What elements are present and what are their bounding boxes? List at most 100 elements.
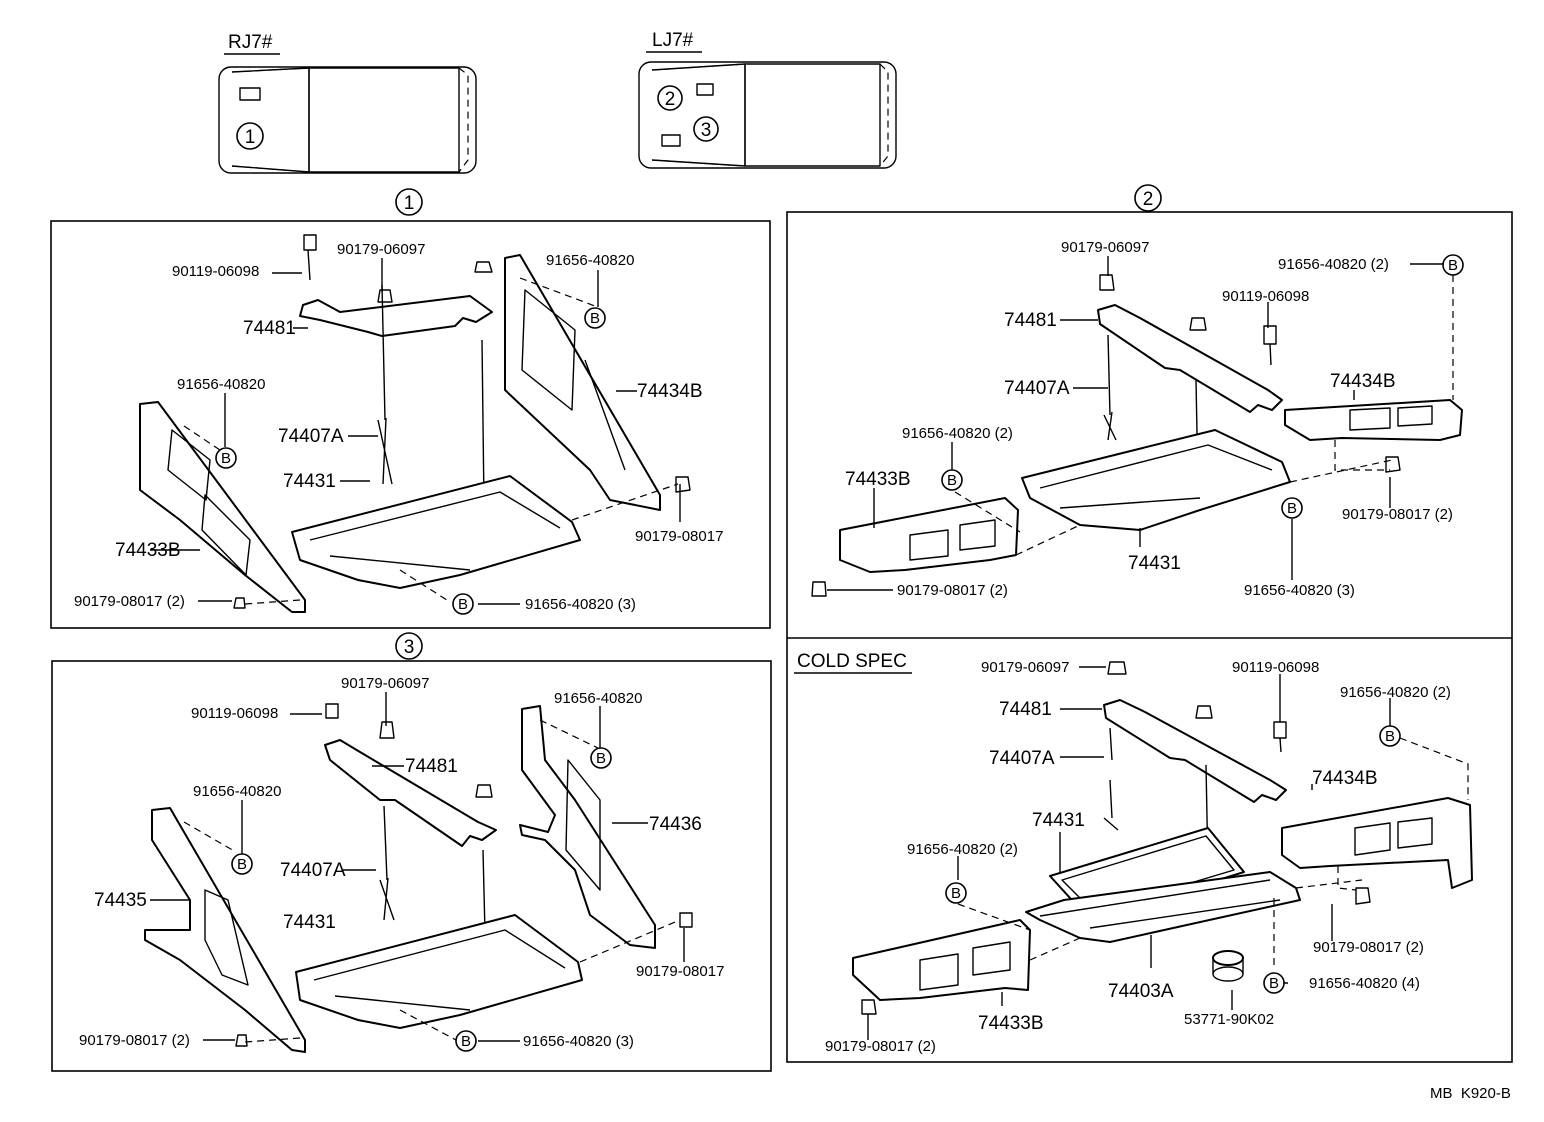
marker-3-label: 3 [701,120,712,141]
marker-2-label: 2 [665,89,676,110]
battery-tray-74431 [295,914,583,1029]
part-label: 91656-40820 [554,690,642,707]
marker-2-icon [657,85,683,111]
badge-b-label: B [237,856,247,873]
panel-3-marker: 3 [395,632,423,660]
marker-1-label: 1 [245,127,256,148]
part-label: 74431 [1128,553,1181,574]
part-label: 74431 [1032,810,1085,831]
side-brace-74433b [839,497,1019,573]
part-label: 91656-40820 (3) [523,1033,634,1050]
battery-brace-74435 [144,807,306,1053]
part-label: 90119-06098 [1232,659,1319,676]
part-label: 74434B [637,381,703,402]
part-label: 90179-08017 [636,963,724,980]
part-label: 90179-08017 [635,528,723,545]
part-label: 91656-40820 (2) [1340,684,1451,701]
part-label: 74481 [999,699,1052,720]
bolt-74407a [377,284,393,485]
panel-2-marker-label: 2 [1143,189,1154,210]
pad-53771 [1212,950,1244,966]
part-label: 90119-06098 [191,705,278,722]
panel-1-marker: 1 [395,188,423,216]
part-label: 74481 [243,318,296,339]
part-label: 90179-06097 [1061,239,1149,256]
badge-b-label: B [1385,728,1395,745]
badge-b-label: B [1269,975,1279,992]
part-label: 90179-08017 (2) [825,1038,936,1055]
part-label: 91656-40820 (2) [902,425,1013,442]
part-label: 74403A [1108,981,1174,1002]
panel-1: B B B 90119-06098 90179-06097 91656-4082… [74,234,723,615]
part-label: 90119-06098 [1222,288,1309,305]
badge-b-icon [231,853,253,875]
badge-b-icon [1379,725,1401,747]
badge-b-icon [1281,497,1303,519]
hold-down-bracket-74481 [1103,699,1287,803]
part-label: 90179-06097 [981,659,1069,676]
vehicle-view-rj7: RJ7# 1 [218,32,477,174]
badge-b-label: B [458,596,468,613]
badge-b-icon [215,447,237,469]
part-label: 90179-08017 (2) [1313,939,1424,956]
panel-3-frame [51,660,772,1072]
part-label: 74433B [115,540,181,561]
part-label: 91656-40820 (4) [1309,975,1420,992]
badge-b-label: B [1448,257,1458,274]
badge-b-icon [455,1030,477,1052]
panel-2: B B B 90179-06097 91656-40820 (2) 90119-… [811,239,1464,599]
badge-b-icon [1442,254,1464,276]
panel-3: B B B 90179-06097 90119-06098 91656-4082… [79,675,724,1053]
part-label: 91656-40820 (2) [907,841,1018,858]
badge-b-icon [584,307,606,329]
battery-tray-74403a [1025,871,1301,943]
panel-2-4-frame [786,211,1513,1063]
part-label: 90179-08017 (2) [897,582,1008,599]
badge-b-label: B [221,450,231,467]
side-brace-74433b [139,401,306,613]
side-brace-74433b [852,919,1031,1001]
part-label: 91656-40820 [193,783,281,800]
panel-1-marker-icon [395,188,423,216]
badge-b-label: B [596,750,606,767]
part-label: 74436 [649,814,702,835]
footer-code: MB K920-B [1430,1085,1511,1102]
bolt-74407a-right [481,339,485,506]
vehicle-rj-label: RJ7# [228,32,273,53]
part-label: 91656-40820 (3) [525,596,636,613]
part-label: 74407A [280,860,346,881]
badge-b-icon [590,747,612,769]
badge-b-icon [945,882,967,904]
part-label: 74433B [978,1013,1044,1034]
part-label: 91656-40820 (3) [1244,582,1355,599]
part-label: 74433B [845,469,911,490]
side-brace-74434b [1281,797,1473,889]
part-label: 90179-06097 [341,675,429,692]
part-label: 74407A [989,748,1055,769]
part-label: 91656-40820 [177,376,265,393]
panel-cold-spec: COLD SPEC B [794,651,1473,1055]
part-label: 74434B [1312,768,1378,789]
panel-2-marker-icon [1134,184,1162,212]
cold-spec-label: COLD SPEC [797,651,907,672]
part-label: 74431 [283,471,336,492]
part-label: 74481 [405,756,458,777]
panel-2-marker: 2 [1134,184,1162,212]
panel-1-frame [50,220,771,629]
badge-b-icon [941,469,963,491]
part-label: 74407A [278,426,344,447]
part-label: 91656-40820 [546,252,634,269]
part-label: 90179-08017 (2) [74,593,185,610]
badge-b-label: B [1287,500,1297,517]
vehicle-lj-label: LJ7# [652,30,694,51]
panel-1-marker-label: 1 [404,193,415,214]
battery-brace-74436 [519,705,656,949]
part-label: 90179-08017 (2) [1342,506,1453,523]
part-label: 53771-90K02 [1184,1011,1274,1028]
part-label: 91656-40820 (2) [1278,256,1389,273]
part-label: 74434B [1330,371,1396,392]
panel-3-marker-label: 3 [404,637,415,658]
badge-b-icon [452,593,474,615]
panel-3-marker-icon [395,632,423,660]
part-label: 74435 [94,890,147,911]
